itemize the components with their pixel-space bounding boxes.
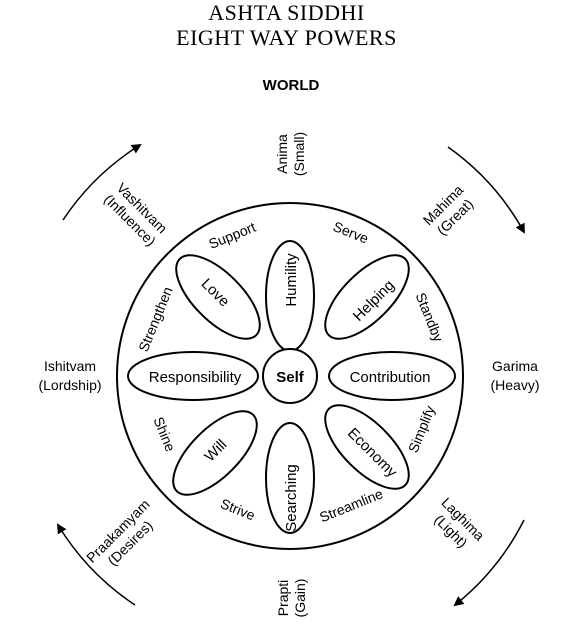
world-label: WORLD — [263, 77, 320, 94]
power-ishitvam-meaning: (Lordship) — [38, 377, 101, 393]
ring-word-strengthen: Strengthen — [135, 284, 175, 354]
ring-word-support: Support — [206, 219, 258, 252]
power-anima-meaning: (Small) — [291, 132, 307, 176]
ring-word-strive: Strive — [218, 495, 257, 523]
arrow-bottom-left — [56, 523, 136, 606]
outer-circle — [116, 202, 464, 550]
petal-label-contribution: Contribution — [350, 369, 431, 386]
power-praakamyam: Praakamyam (Desires) — [83, 496, 156, 569]
petal-bottom — [265, 422, 315, 534]
power-anima-name: Anima — [274, 134, 290, 174]
center-circle — [262, 348, 318, 404]
ring-word-streamline: Streamline — [317, 485, 385, 525]
power-vashitvam: Vashitvam (Influence) — [101, 180, 170, 249]
arrow-bottom-right — [453, 519, 525, 607]
petal-right — [328, 351, 456, 401]
petal-top-right — [324, 254, 410, 340]
power-laghima: Laghima (Light) — [431, 494, 488, 550]
petal-label-responsibility: Responsibility — [149, 369, 242, 386]
power-garima: Garima (Heavy) — [490, 358, 539, 393]
ring-word-serve: Serve — [331, 218, 371, 247]
power-anima: Anima (Small) — [274, 132, 307, 176]
power-prapti-name: Prapti — [275, 580, 291, 617]
power-garima-meaning: (Heavy) — [490, 377, 539, 393]
power-ishitvam-name: Ishitvam — [44, 358, 96, 374]
petal-left — [127, 351, 259, 401]
petal-label-humility: Humility — [283, 253, 300, 307]
power-prapti-meaning: (Gain) — [292, 579, 308, 618]
power-garima-name: Garima — [492, 358, 538, 374]
ring-word-simplify: Simplify — [405, 403, 438, 454]
petal-label-searching: Searching — [283, 464, 300, 532]
title-line-1: ASHTA SIDDHI — [208, 0, 365, 25]
center-label: Self — [276, 369, 305, 386]
ring-word-standby: Standby — [413, 290, 447, 344]
power-prapti: Prapti (Gain) — [275, 579, 308, 618]
petal-bottom-right — [324, 404, 410, 490]
petal-top-left — [175, 254, 261, 340]
title-line-2: EIGHT WAY POWERS — [176, 25, 397, 50]
ring-word-shine: Shine — [151, 415, 179, 454]
petal-bottom-left — [172, 410, 258, 496]
arrow-top-right — [447, 146, 525, 234]
arrow-top-left — [62, 143, 142, 221]
power-ishitvam: Ishitvam (Lordship) — [38, 358, 101, 393]
power-mahima: Mahima (Great) — [420, 182, 477, 239]
